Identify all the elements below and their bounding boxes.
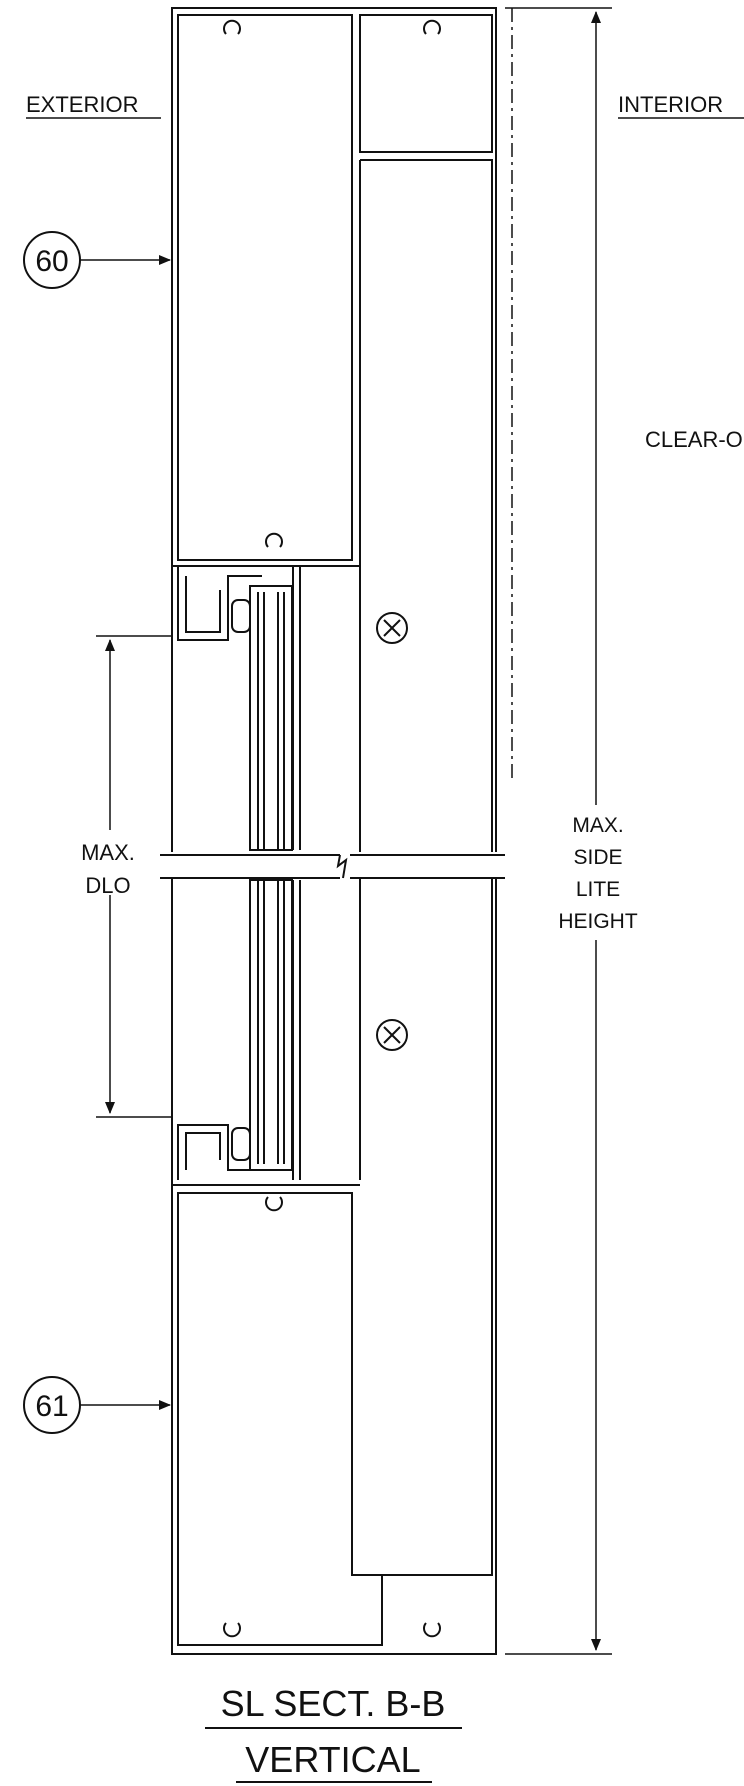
exterior-label: EXTERIOR (26, 92, 138, 117)
dlo-dimension (96, 635, 172, 1118)
screw-clip-icon (423, 19, 441, 35)
interior-chamber (360, 159, 493, 1645)
section-title: SL SECT. B-B (221, 1683, 446, 1724)
frame-outline (171, 7, 497, 1655)
upper-glazing-stop (177, 566, 262, 641)
fastener-icon (376, 1019, 408, 1051)
lower-stop-inner (185, 1132, 221, 1170)
clear-opening-label: CLEAR-O (645, 427, 743, 452)
glass-lite-lower (249, 879, 293, 1171)
upper-exterior-chamber (177, 14, 353, 561)
dlo-label-line1: MAX. (81, 840, 135, 865)
break-line (160, 852, 505, 879)
screw-clip-icon (423, 1622, 441, 1638)
side-lite-label-line4: HEIGHT (558, 910, 638, 933)
callout-61: 61 (23, 1376, 171, 1434)
screw-clip-icon (265, 532, 283, 548)
screw-clip-icon (265, 1196, 283, 1212)
callout-60: 60 (23, 231, 171, 289)
screw-clips (223, 19, 441, 1638)
lower-glazing-stop (177, 1124, 262, 1180)
glass-lite-upper (249, 585, 293, 851)
side-lite-label-line2: SIDE (573, 846, 622, 869)
side-lite-label-line1: MAX. (572, 814, 623, 837)
interior-label: INTERIOR (618, 92, 723, 117)
side-lite-label-line3: LITE (576, 878, 620, 901)
screw-clip-icon (223, 19, 241, 35)
callout-tag: 61 (35, 1390, 68, 1423)
dlo-label-line2: DLO (85, 873, 130, 898)
callout-tag: 60 (35, 245, 68, 278)
lower-exterior-chamber (177, 1192, 383, 1646)
lower-gasket (231, 1127, 251, 1161)
fastener-icon (376, 612, 408, 644)
upper-interior-chamber (359, 14, 493, 153)
side-lite-dimension (505, 7, 612, 1655)
upper-stop-inner (185, 576, 221, 633)
upper-gasket (231, 599, 251, 633)
screw-clip-icon (223, 1622, 241, 1638)
section-subtitle: VERTICAL (245, 1739, 420, 1780)
